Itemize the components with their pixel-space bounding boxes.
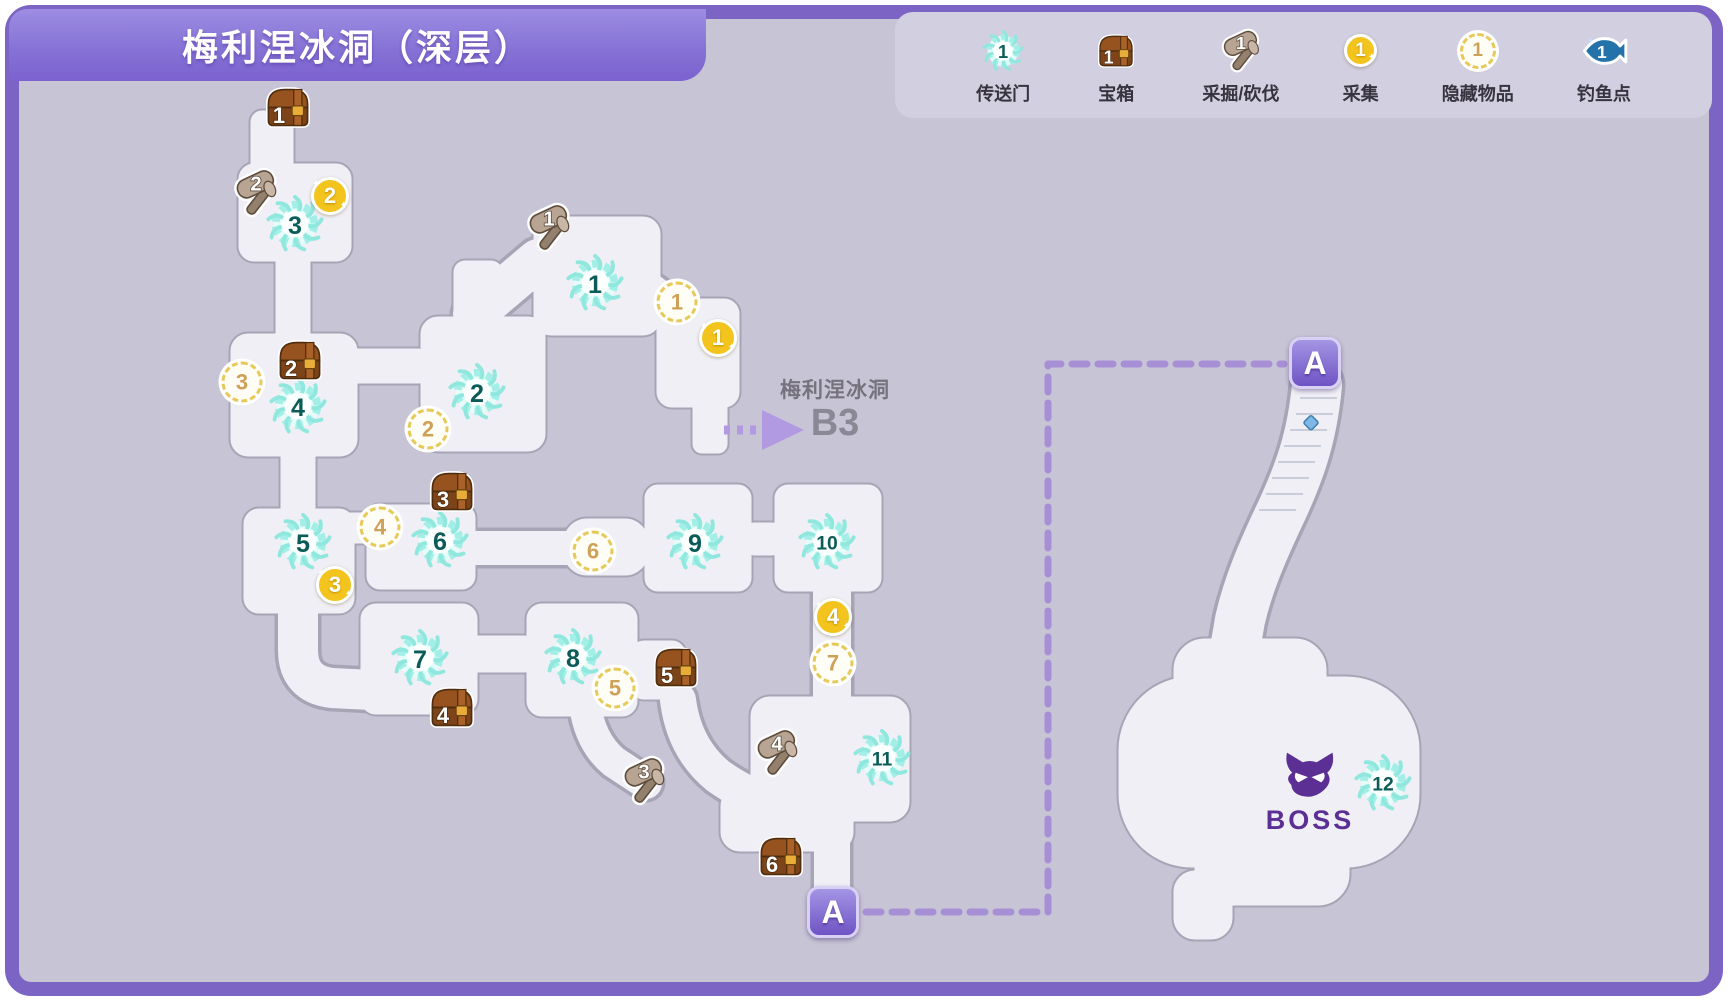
hidden-item-marker: 7 bbox=[812, 642, 854, 684]
svg-text:1: 1 bbox=[1597, 41, 1607, 61]
portal-marker: 5 bbox=[274, 513, 332, 571]
legend-label: 采掘/砍伐 bbox=[1202, 83, 1280, 104]
exit-floor-text: B3 bbox=[810, 402, 860, 444]
chest-icon: 1 bbox=[1093, 25, 1139, 77]
portal-marker: 10 bbox=[798, 513, 856, 571]
svg-text:9: 9 bbox=[688, 530, 702, 558]
legend-label: 采集 bbox=[1342, 83, 1379, 104]
page-title: 梅利涅冰洞（深层） bbox=[181, 27, 533, 68]
boss-text: BOSS bbox=[1265, 805, 1355, 835]
chest-marker: 5 bbox=[648, 642, 704, 692]
svg-text:1: 1 bbox=[998, 42, 1008, 62]
svg-text:1: 1 bbox=[588, 271, 602, 299]
gather-marker: ✦✦4 bbox=[814, 598, 852, 636]
chest-marker: 6 bbox=[753, 831, 809, 881]
portal-marker: 12 bbox=[1354, 754, 1412, 812]
chest-marker: 3 bbox=[424, 466, 480, 516]
route-dashed-line bbox=[862, 360, 1288, 916]
portal-marker: 6 bbox=[411, 511, 469, 569]
portal-marker: 8 bbox=[544, 628, 602, 686]
exit-arrow bbox=[724, 410, 804, 450]
hidden-item-marker: 1 bbox=[656, 281, 698, 323]
hidden-item-marker: 2 bbox=[407, 408, 449, 450]
svg-text:6: 6 bbox=[766, 852, 778, 877]
svg-text:11: 11 bbox=[872, 750, 893, 771]
legend-item-hammer: 1 采掘/砍伐 bbox=[1202, 25, 1279, 106]
svg-text:1: 1 bbox=[273, 103, 285, 128]
legend-item-chest: 1 宝箱 bbox=[1093, 25, 1139, 106]
svg-text:2: 2 bbox=[470, 380, 484, 408]
svg-text:1: 1 bbox=[543, 209, 554, 231]
portal-marker: 3 bbox=[266, 195, 324, 253]
mining-marker: 1 bbox=[523, 202, 575, 254]
ice-bridge-stripes bbox=[1259, 397, 1337, 511]
waypoint-a-marker: A bbox=[1289, 337, 1341, 389]
portal-marker: 1 bbox=[566, 254, 624, 312]
portal-marker: 11 bbox=[853, 729, 911, 787]
exit-destination-text: 梅利涅冰洞 bbox=[780, 379, 890, 402]
legend-label: 隐藏物品 bbox=[1441, 83, 1514, 104]
legend-item-hidden: 1 隐藏物品 bbox=[1442, 25, 1514, 106]
hidden-item-marker: 6 bbox=[572, 530, 614, 572]
legend-label: 宝箱 bbox=[1098, 83, 1135, 104]
legend: 1 传送门 1 宝箱 1 采掘/砍伐 ✦✦1 采集 1 隐藏物品 1 ✦ bbox=[895, 12, 1712, 118]
svg-text:5: 5 bbox=[296, 530, 310, 558]
svg-text:1: 1 bbox=[1236, 32, 1246, 52]
svg-text:12: 12 bbox=[1372, 775, 1394, 796]
portal-marker: 9 bbox=[666, 513, 724, 571]
title-banner: 梅利涅冰洞（深层） bbox=[9, 9, 706, 81]
chest-marker: 4 bbox=[424, 682, 480, 732]
mining-marker: 4 bbox=[751, 727, 803, 779]
svg-text:10: 10 bbox=[816, 534, 838, 555]
portal-marker: 7 bbox=[391, 629, 449, 687]
hammer-icon: 1 bbox=[1218, 25, 1264, 77]
svg-text:4: 4 bbox=[291, 394, 305, 422]
exit-label-block: 梅利涅冰洞 B3 bbox=[768, 374, 902, 444]
legend-label: 传送门 bbox=[976, 83, 1031, 104]
svg-text:✦: ✦ bbox=[1587, 36, 1593, 45]
collect-icon: ✦✦1 bbox=[1344, 25, 1378, 77]
svg-text:8: 8 bbox=[566, 645, 580, 673]
gather-marker: ✦✦2 bbox=[311, 177, 349, 215]
svg-text:3: 3 bbox=[437, 487, 449, 512]
portal-icon: 1 bbox=[982, 25, 1024, 77]
mining-marker: 2 bbox=[230, 167, 282, 219]
mining-marker: 3 bbox=[618, 755, 670, 807]
svg-text:4: 4 bbox=[771, 734, 783, 756]
svg-text:4: 4 bbox=[437, 703, 450, 728]
legend-item-fish: 1 ✦ 钓鱼点 bbox=[1577, 25, 1631, 106]
svg-text:5: 5 bbox=[661, 663, 673, 688]
boss-area-label: BOSS bbox=[1266, 750, 1355, 836]
legend-item-collect: ✦✦1 采集 bbox=[1343, 25, 1379, 106]
svg-text:2: 2 bbox=[285, 356, 297, 381]
svg-text:7: 7 bbox=[413, 646, 427, 674]
gather-marker: ✦✦1 bbox=[699, 319, 737, 357]
fish-icon: 1 ✦ bbox=[1580, 25, 1628, 77]
hidden-item-marker: 5 bbox=[594, 667, 636, 709]
legend-item-portal: 1 传送门 bbox=[976, 25, 1030, 106]
hidden-icon: 1 bbox=[1459, 25, 1496, 77]
portal-marker: 2 bbox=[448, 363, 506, 421]
waypoint-a-marker: A bbox=[807, 886, 859, 938]
svg-text:3: 3 bbox=[638, 762, 649, 784]
gather-marker: ✦✦3 bbox=[316, 566, 354, 604]
hidden-item-marker: 3 bbox=[221, 361, 263, 403]
svg-text:6: 6 bbox=[433, 528, 447, 556]
portal-marker: 4 bbox=[269, 377, 327, 435]
svg-text:3: 3 bbox=[288, 212, 302, 240]
svg-text:1: 1 bbox=[1104, 47, 1114, 67]
chest-marker: 1 bbox=[260, 82, 316, 132]
ice-gem bbox=[1303, 415, 1319, 431]
boss-face-icon bbox=[1282, 750, 1338, 804]
svg-text:2: 2 bbox=[250, 174, 261, 196]
chest-marker: 2 bbox=[272, 335, 328, 385]
hidden-item-marker: 4 bbox=[359, 506, 401, 548]
legend-label: 钓鱼点 bbox=[1576, 83, 1631, 104]
